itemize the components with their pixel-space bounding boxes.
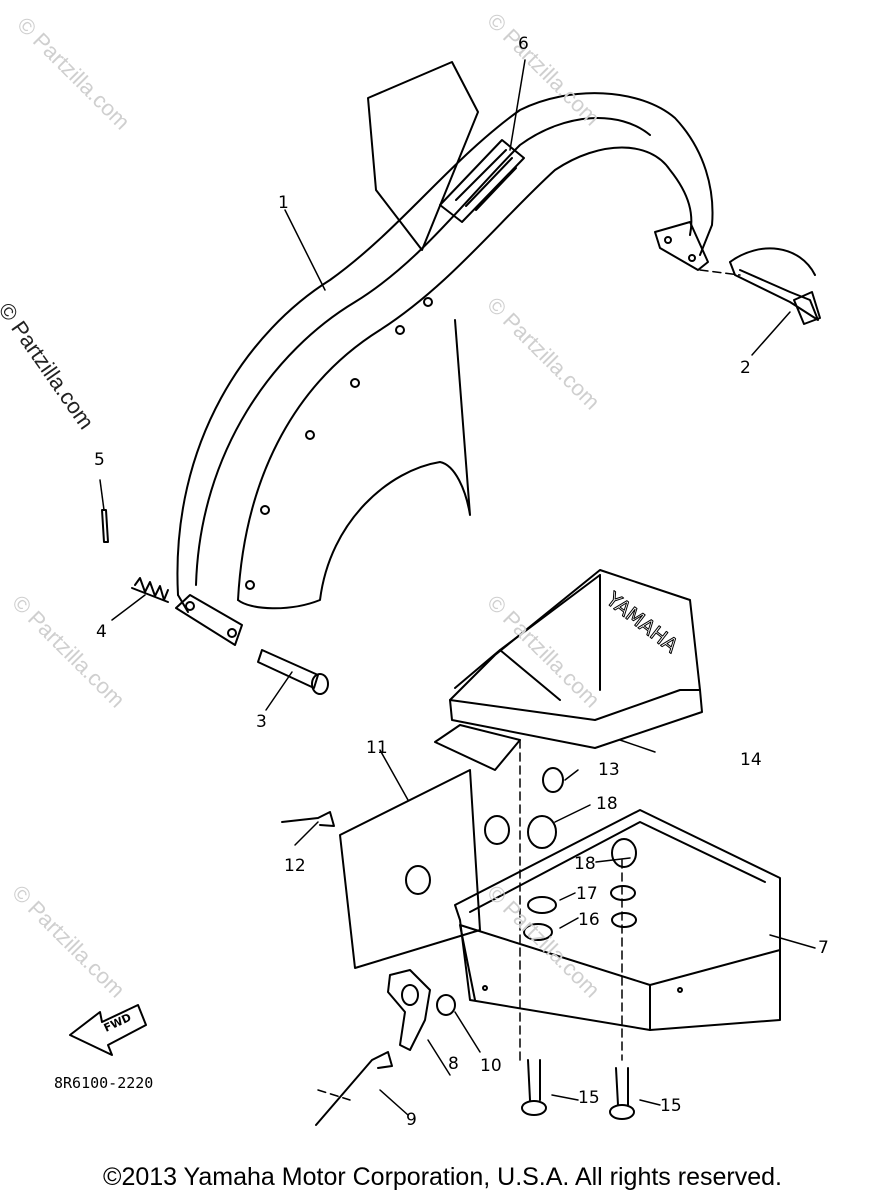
callout-5: 5 bbox=[94, 450, 105, 470]
callout-15: 15 bbox=[578, 1088, 600, 1108]
hinge-pin bbox=[257, 649, 329, 695]
callout-18: 18 bbox=[596, 794, 618, 814]
callout-11: 11 bbox=[366, 738, 388, 758]
fender-clip bbox=[729, 247, 821, 325]
callout-9: 9 bbox=[406, 1110, 417, 1130]
rear-fender bbox=[175, 61, 714, 646]
callout-17: 17 bbox=[576, 884, 598, 904]
callout-1: 1 bbox=[278, 193, 289, 213]
battery-box bbox=[454, 809, 781, 1031]
callout-18: 18 bbox=[574, 854, 596, 874]
callout-10: 10 bbox=[480, 1056, 502, 1076]
callout-15: 15 bbox=[660, 1096, 682, 1116]
fasteners bbox=[281, 767, 637, 1126]
callout-3: 3 bbox=[256, 712, 267, 732]
callout-6: 6 bbox=[518, 34, 529, 54]
callout-16: 16 bbox=[578, 910, 600, 930]
assembly-lines bbox=[317, 269, 741, 1101]
battery-cover bbox=[434, 569, 703, 771]
callout-7: 7 bbox=[818, 938, 829, 958]
callout-14: 14 bbox=[740, 750, 762, 770]
side-plate bbox=[339, 769, 481, 969]
callout-12: 12 bbox=[284, 856, 306, 876]
callout-8: 8 bbox=[448, 1054, 459, 1074]
callout-4: 4 bbox=[96, 622, 107, 642]
fwd-arrow-icon: FWD bbox=[69, 1004, 147, 1056]
brand-emboss: YAMAHA bbox=[601, 586, 683, 657]
cotter-pin bbox=[101, 509, 109, 543]
spring bbox=[131, 577, 169, 603]
callout-2: 2 bbox=[740, 358, 751, 378]
part-code: 8R6100-2220 bbox=[54, 1074, 154, 1092]
callout-13: 13 bbox=[598, 760, 620, 780]
copyright-notice: ©2013 Yamaha Motor Corporation, U.S.A. A… bbox=[103, 1163, 782, 1191]
leader-lines bbox=[99, 59, 816, 1116]
